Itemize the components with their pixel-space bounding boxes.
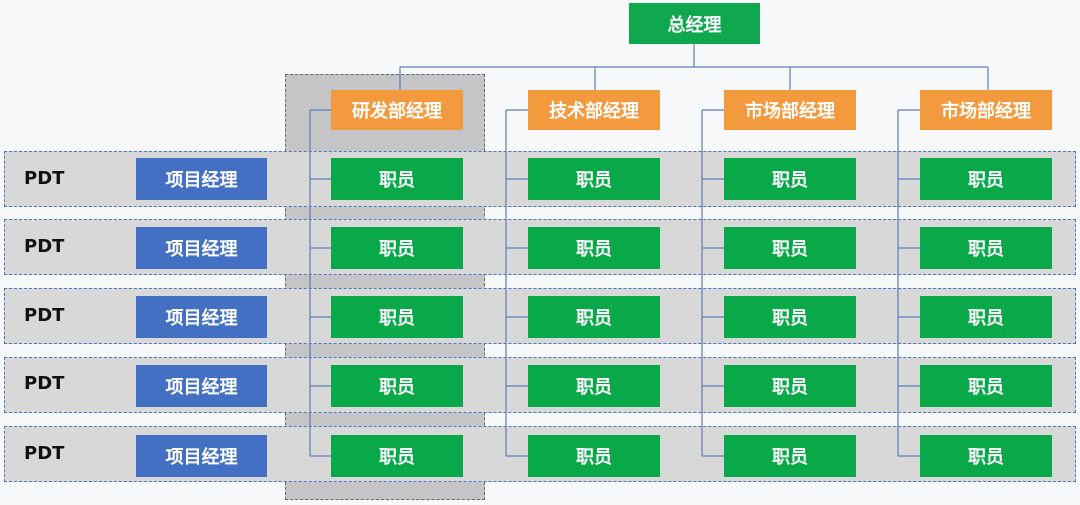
employee-box: 职员 — [528, 296, 660, 338]
employee-box: 职员 — [920, 365, 1052, 407]
project-manager-box: 项目经理 — [136, 296, 267, 338]
pdt-label: PDT — [24, 168, 65, 189]
project-manager-box: 项目经理 — [136, 365, 267, 407]
manager-market-2: 市场部经理 — [920, 90, 1052, 130]
employee-box: 职员 — [920, 296, 1052, 338]
employee-box: 职员 — [920, 227, 1052, 269]
project-manager-box: 项目经理 — [136, 158, 267, 200]
employee-box: 职员 — [528, 365, 660, 407]
project-manager-box: 项目经理 — [136, 227, 267, 269]
employee-box: 职员 — [528, 435, 660, 477]
manager-tech: 技术部经理 — [528, 90, 660, 130]
employee-box: 职员 — [724, 227, 856, 269]
ceo-box: 总经理 — [629, 3, 760, 44]
manager-market-1: 市场部经理 — [724, 90, 856, 130]
employee-box: 职员 — [331, 158, 463, 200]
employee-box: 职员 — [331, 227, 463, 269]
employee-box: 职员 — [724, 296, 856, 338]
project-manager-box: 项目经理 — [136, 435, 267, 477]
employee-box: 职员 — [724, 158, 856, 200]
employee-box: 职员 — [528, 158, 660, 200]
employee-box: 职员 — [331, 435, 463, 477]
employee-box: 职员 — [724, 365, 856, 407]
employee-box: 职员 — [920, 158, 1052, 200]
employee-box: 职员 — [724, 435, 856, 477]
pdt-label: PDT — [24, 443, 65, 464]
pdt-label: PDT — [24, 305, 65, 326]
pdt-label: PDT — [24, 236, 65, 257]
employee-box: 职员 — [920, 435, 1052, 477]
employee-box: 职员 — [331, 296, 463, 338]
manager-rd: 研发部经理 — [331, 90, 463, 130]
employee-box: 职员 — [331, 365, 463, 407]
employee-box: 职员 — [528, 227, 660, 269]
pdt-label: PDT — [24, 373, 65, 394]
